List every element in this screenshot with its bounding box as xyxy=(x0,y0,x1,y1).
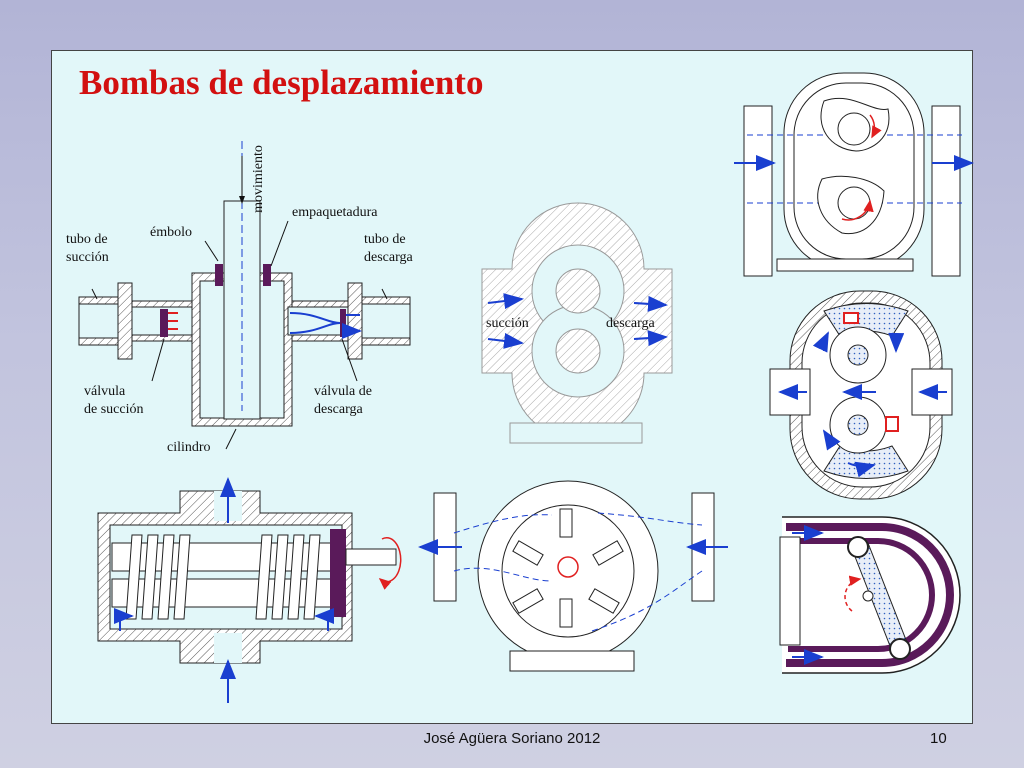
label-empaquetadura: empaquetadura xyxy=(292,205,378,220)
slide-title: Bombas de desplazamiento xyxy=(79,63,484,102)
label-movimiento: movimiento xyxy=(251,145,266,213)
label-valvula-succion-2: de succión xyxy=(84,402,143,417)
footer-author: José Agüera Soriano 2012 xyxy=(423,730,601,747)
peristaltic-pump-diagram xyxy=(779,516,961,674)
label-descarga: descarga xyxy=(606,316,655,331)
label-valvula-descarga-1: válvula de xyxy=(314,384,372,399)
label-tubo-descarga-1: tubo de xyxy=(364,232,406,247)
piston-pump-diagram: movimiento empaquetadura émbolo tubo de … xyxy=(66,141,413,455)
lobe-pump-diagram xyxy=(734,72,974,277)
page-number: 10 xyxy=(930,730,947,747)
screw-pump-diagram xyxy=(97,477,402,703)
label-succion: succión xyxy=(486,316,529,331)
label-tubo-succion-2: succión xyxy=(66,250,109,265)
internal-gear-pump-diagram xyxy=(769,290,953,500)
pump-diagrams: movimiento empaquetadura émbolo tubo de … xyxy=(66,72,974,703)
gear-pump-diagram: succión descarga xyxy=(481,202,673,444)
label-cilindro: cilindro xyxy=(167,440,211,455)
label-tubo-succion-1: tubo de xyxy=(66,232,108,247)
label-valvula-succion-1: válvula xyxy=(84,384,126,399)
vane-pump-diagram xyxy=(418,480,728,672)
slide-frame: Bombas de desplazamiento xyxy=(51,50,974,724)
label-embolo: émbolo xyxy=(150,225,192,240)
label-tubo-descarga-2: descarga xyxy=(364,250,413,265)
label-valvula-descarga-2: descarga xyxy=(314,402,363,417)
